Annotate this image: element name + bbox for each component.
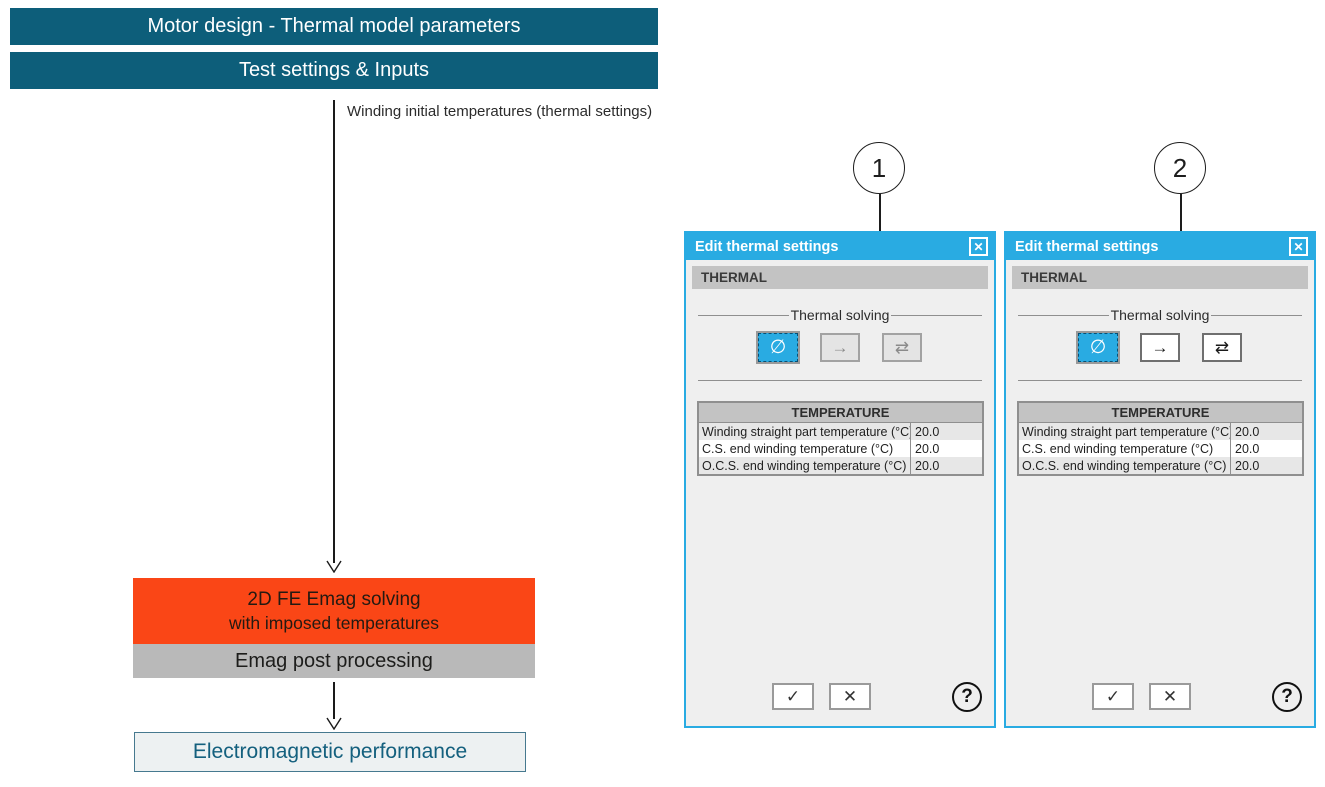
flow-banner-test-settings: Test settings & Inputs	[10, 52, 658, 89]
bi-directional-solving-icon[interactable]: ⇄	[882, 333, 922, 362]
edit-thermal-settings-dialog-1: Edit thermal settings ✕ THERMAL Thermal …	[684, 231, 996, 728]
table-row: C.S. end winding temperature (°C) 20.0	[699, 440, 982, 457]
thermal-solving-buttons: ∅ → ⇄	[686, 333, 994, 362]
row-label: O.C.S. end winding temperature (°C)	[1019, 457, 1231, 474]
flow-banner-motor-design: Motor design - Thermal model parameters	[10, 8, 658, 45]
divider	[1018, 314, 1109, 316]
bi-directional-solving-icon[interactable]: ⇄	[1202, 333, 1242, 362]
cancel-button[interactable]: ✕	[829, 683, 871, 710]
thermal-solving-group-label: Thermal solving	[698, 307, 983, 323]
thermal-solving-buttons: ∅ → ⇄	[1006, 333, 1314, 362]
temperature-table: TEMPERATURE Winding straight part temper…	[697, 401, 984, 476]
row-value-field[interactable]: 20.0	[1235, 424, 1260, 439]
row-label: Winding straight part temperature (°C)	[1019, 423, 1231, 440]
callout-circle-2: 2	[1154, 142, 1206, 194]
one-directional-solving-icon[interactable]: →	[820, 333, 860, 362]
flow-box-electromagnetic-performance: Electromagnetic performance	[134, 732, 526, 772]
table-row: C.S. end winding temperature (°C) 20.0	[1019, 440, 1302, 457]
arrowhead-down-icon	[326, 717, 342, 730]
row-value-field[interactable]: 20.0	[1235, 441, 1260, 456]
help-button[interactable]: ?	[952, 682, 982, 712]
no-thermal-solving-icon[interactable]: ∅	[758, 333, 798, 362]
callout-line-1	[879, 194, 881, 246]
row-label: Winding straight part temperature (°C)	[699, 423, 911, 440]
divider	[1211, 314, 1303, 316]
edit-thermal-settings-dialog-2: Edit thermal settings ✕ THERMAL Thermal …	[1004, 231, 1316, 728]
close-icon[interactable]: ✕	[1289, 237, 1308, 256]
ok-button[interactable]: ✓	[772, 683, 814, 710]
callout-line-2	[1180, 194, 1182, 246]
dialog-title: Edit thermal settings	[695, 238, 839, 255]
flow-box-emag-solving: 2D FE Emag solving with imposed temperat…	[133, 578, 535, 644]
close-icon[interactable]: ✕	[969, 237, 988, 256]
flow-box-emag-post-processing: Emag post processing	[133, 644, 535, 678]
table-row: O.C.S. end winding temperature (°C) 20.0	[699, 457, 982, 474]
row-label: O.C.S. end winding temperature (°C)	[699, 457, 911, 474]
callout-circle-1: 1	[853, 142, 905, 194]
flow-arrow-label: Winding initial temperatures (thermal se…	[347, 103, 653, 120]
thermal-section-header: THERMAL	[692, 266, 988, 289]
arrowhead-down-icon	[326, 560, 342, 573]
cancel-button[interactable]: ✕	[1149, 683, 1191, 710]
temperature-table-header: TEMPERATURE	[1019, 403, 1302, 423]
temperature-table-header: TEMPERATURE	[699, 403, 982, 423]
table-row: Winding straight part temperature (°C) 2…	[699, 423, 982, 440]
row-label: C.S. end winding temperature (°C)	[699, 440, 911, 457]
row-value-field[interactable]: 20.0	[915, 424, 940, 439]
dialog-titlebar[interactable]: Edit thermal settings ✕	[686, 233, 994, 260]
dialog-titlebar[interactable]: Edit thermal settings ✕	[1006, 233, 1314, 260]
one-directional-solving-icon[interactable]: →	[1140, 333, 1180, 362]
divider	[698, 314, 789, 316]
table-row: O.C.S. end winding temperature (°C) 20.0	[1019, 457, 1302, 474]
row-label: C.S. end winding temperature (°C)	[1019, 440, 1231, 457]
thermal-solving-group-label: Thermal solving	[1018, 307, 1303, 323]
flow-arrow-line-1	[333, 100, 335, 563]
ok-button[interactable]: ✓	[1092, 683, 1134, 710]
row-value-field[interactable]: 20.0	[915, 458, 940, 473]
divider	[698, 380, 982, 381]
table-row: Winding straight part temperature (°C) 2…	[1019, 423, 1302, 440]
temperature-table: TEMPERATURE Winding straight part temper…	[1017, 401, 1304, 476]
solve-box-line1: 2D FE Emag solving	[247, 589, 421, 610]
solve-box-line2: with imposed temperatures	[228, 613, 440, 633]
help-button[interactable]: ?	[1272, 682, 1302, 712]
flow-arrow-line-2	[333, 682, 335, 719]
divider	[891, 314, 983, 316]
row-value-field[interactable]: 20.0	[915, 441, 940, 456]
thermal-section-header: THERMAL	[1012, 266, 1308, 289]
no-thermal-solving-icon[interactable]: ∅	[1078, 333, 1118, 362]
row-value-field[interactable]: 20.0	[1235, 458, 1260, 473]
dialog-title: Edit thermal settings	[1015, 238, 1159, 255]
divider	[1018, 380, 1302, 381]
